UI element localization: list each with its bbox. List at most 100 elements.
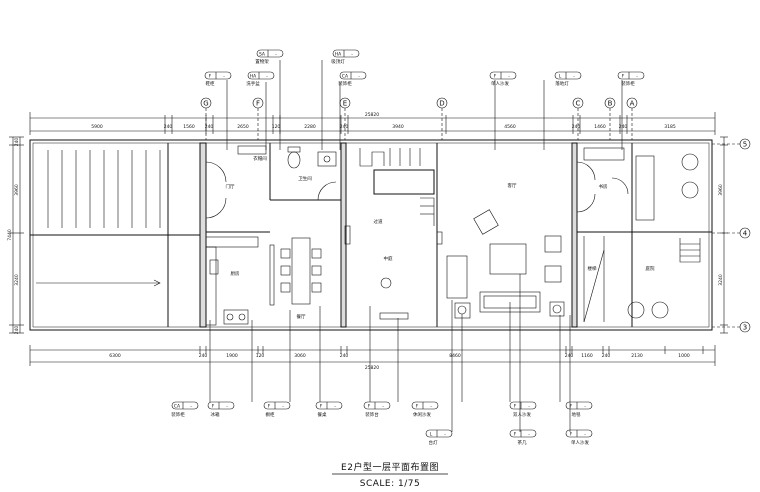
left-dimension-lines: 240 3960 7440 3240 240 [7,136,24,334]
svg-text:-: - [358,75,360,80]
svg-text:3185: 3185 [664,124,676,130]
axis-bubble-3 [739,321,751,333]
svg-text:240: 240 [205,124,214,130]
svg-text:-: - [584,433,586,438]
svg-text:3940: 3940 [392,124,404,130]
svg-text:F: F [570,404,573,410]
svg-text:1160: 1160 [581,353,593,359]
axis-label-A: A [630,100,635,108]
svg-text:F: F [622,74,625,80]
svg-text:CA: CA [174,404,181,410]
svg-text:L: L [559,74,562,80]
axis-bubble-A [626,97,638,109]
svg-text:-: - [573,75,575,80]
svg-text:落地灯: 落地灯 [555,80,569,87]
svg-text:F: F [320,404,323,410]
svg-text:240: 240 [340,353,349,359]
svg-text:SA: SA [259,52,266,58]
toilet-fixture [287,146,301,169]
svg-text:-: - [266,75,268,80]
svg-text:3960: 3960 [718,184,724,196]
callout-tag-top-2: F - 鞋柜 [204,71,232,87]
svg-text:240: 240 [14,138,20,147]
axis-grid-right: 5 4 3 [712,138,751,333]
svg-text:240: 240 [572,124,581,130]
svg-text:-: - [584,405,586,410]
svg-text:240: 240 [602,353,611,359]
svg-text:1560: 1560 [183,124,195,130]
room-label-kitchen: 厨房 [231,270,240,277]
svg-text:2280: 2280 [304,124,316,130]
svg-text:-: - [275,53,277,58]
axis-label-F: F [256,100,260,108]
svg-text:餐桌: 餐桌 [318,411,327,418]
room-label-study: 书房 [599,183,608,190]
svg-text:240: 240 [199,353,208,359]
svg-text:8460: 8460 [449,353,461,359]
axis-label-G: G [203,100,208,108]
svg-text:装饰柜: 装饰柜 [171,411,185,418]
axis-label-3: 3 [743,324,747,332]
svg-text:-: - [351,53,353,58]
callout-tag-top-6: L - 落地灯 [554,71,582,87]
drawing-title: E2户型一层平面布置图 [341,461,439,473]
drawing-scale: SCALE: 1/75 [360,479,420,489]
svg-text:置物架: 置物架 [255,58,269,65]
callout-tag-bottom-3: F - 餐桌 [315,401,343,418]
axis-grid-top: G F E D C B A [200,97,638,140]
room-label-hall: 中庭 [384,255,393,262]
svg-text:-: - [282,405,284,410]
axis-bubble-G [200,97,212,109]
axis-label-5: 5 [743,141,747,149]
svg-text:冰箱: 冰箱 [211,411,220,418]
svg-text:240: 240 [164,124,173,130]
svg-text:240: 240 [340,124,349,130]
svg-text:鞋柜: 鞋柜 [206,80,215,87]
callout-tag-top-1: HA - 吸顶灯 [331,49,360,65]
svg-text:吸顶灯: 吸顶灯 [331,58,345,65]
room-label-corridor: 过道 [374,218,383,225]
room-label-wc: 卫生间 [298,175,312,182]
svg-text:F: F [416,404,419,410]
svg-text:240: 240 [619,124,628,130]
svg-text:1900: 1900 [226,353,238,359]
axis-bubble-F [252,97,264,109]
axis-bubble-B [604,97,616,109]
dim-bottom-total: 25820 [365,365,379,371]
svg-text:装饰台: 装饰台 [365,411,379,418]
callout-tag-bottom-4: F - 装饰台 [363,401,391,418]
svg-text:单人沙发: 单人沙发 [571,439,589,446]
svg-text:单人沙发: 单人沙发 [491,80,509,87]
svg-text:-: - [190,405,192,410]
svg-text:L: L [430,432,433,438]
shoe-cabinet [237,145,267,155]
callouts-top: SA - 置物架 HA - 吸顶灯 F - 鞋柜 HA - 洗手盆 [204,49,645,150]
axis-bubble-D [436,97,448,109]
svg-text:-: - [508,75,510,80]
svg-text:F: F [268,404,271,410]
entry-steps [47,150,161,228]
room-label-garden: 庭院 [646,265,655,272]
living-furniture [446,209,565,319]
callout-tag-top-5: F - 单人沙发 [489,71,517,87]
room-label-stair: 楼梯 [588,265,597,272]
svg-text:地毯: 地毯 [572,411,581,418]
callout-tag-bottom-0: CA - 装饰柜 [171,401,199,418]
svg-text:休闲沙发: 休闲沙发 [413,411,431,418]
axis-label-B: B [608,100,613,108]
svg-text:F: F [494,74,497,80]
axis-label-4: 4 [743,230,748,238]
washbasin [317,151,337,167]
callout-tag-bottom-8: F - 茶几 [509,429,537,446]
svg-text:-: - [334,405,336,410]
svg-text:HA: HA [250,74,257,80]
svg-text:240: 240 [565,353,574,359]
callouts-bottom: CA - 装饰柜 F - 冰箱 F - 橱柜 F - 餐桌 F [171,274,593,446]
svg-text:2650: 2650 [237,124,249,130]
room-label-dining: 餐厅 [297,313,306,320]
svg-text:HA: HA [335,52,342,58]
svg-text:CA: CA [342,74,349,80]
svg-text:F: F [514,432,517,438]
svg-text:装饰柜: 装饰柜 [338,80,352,87]
